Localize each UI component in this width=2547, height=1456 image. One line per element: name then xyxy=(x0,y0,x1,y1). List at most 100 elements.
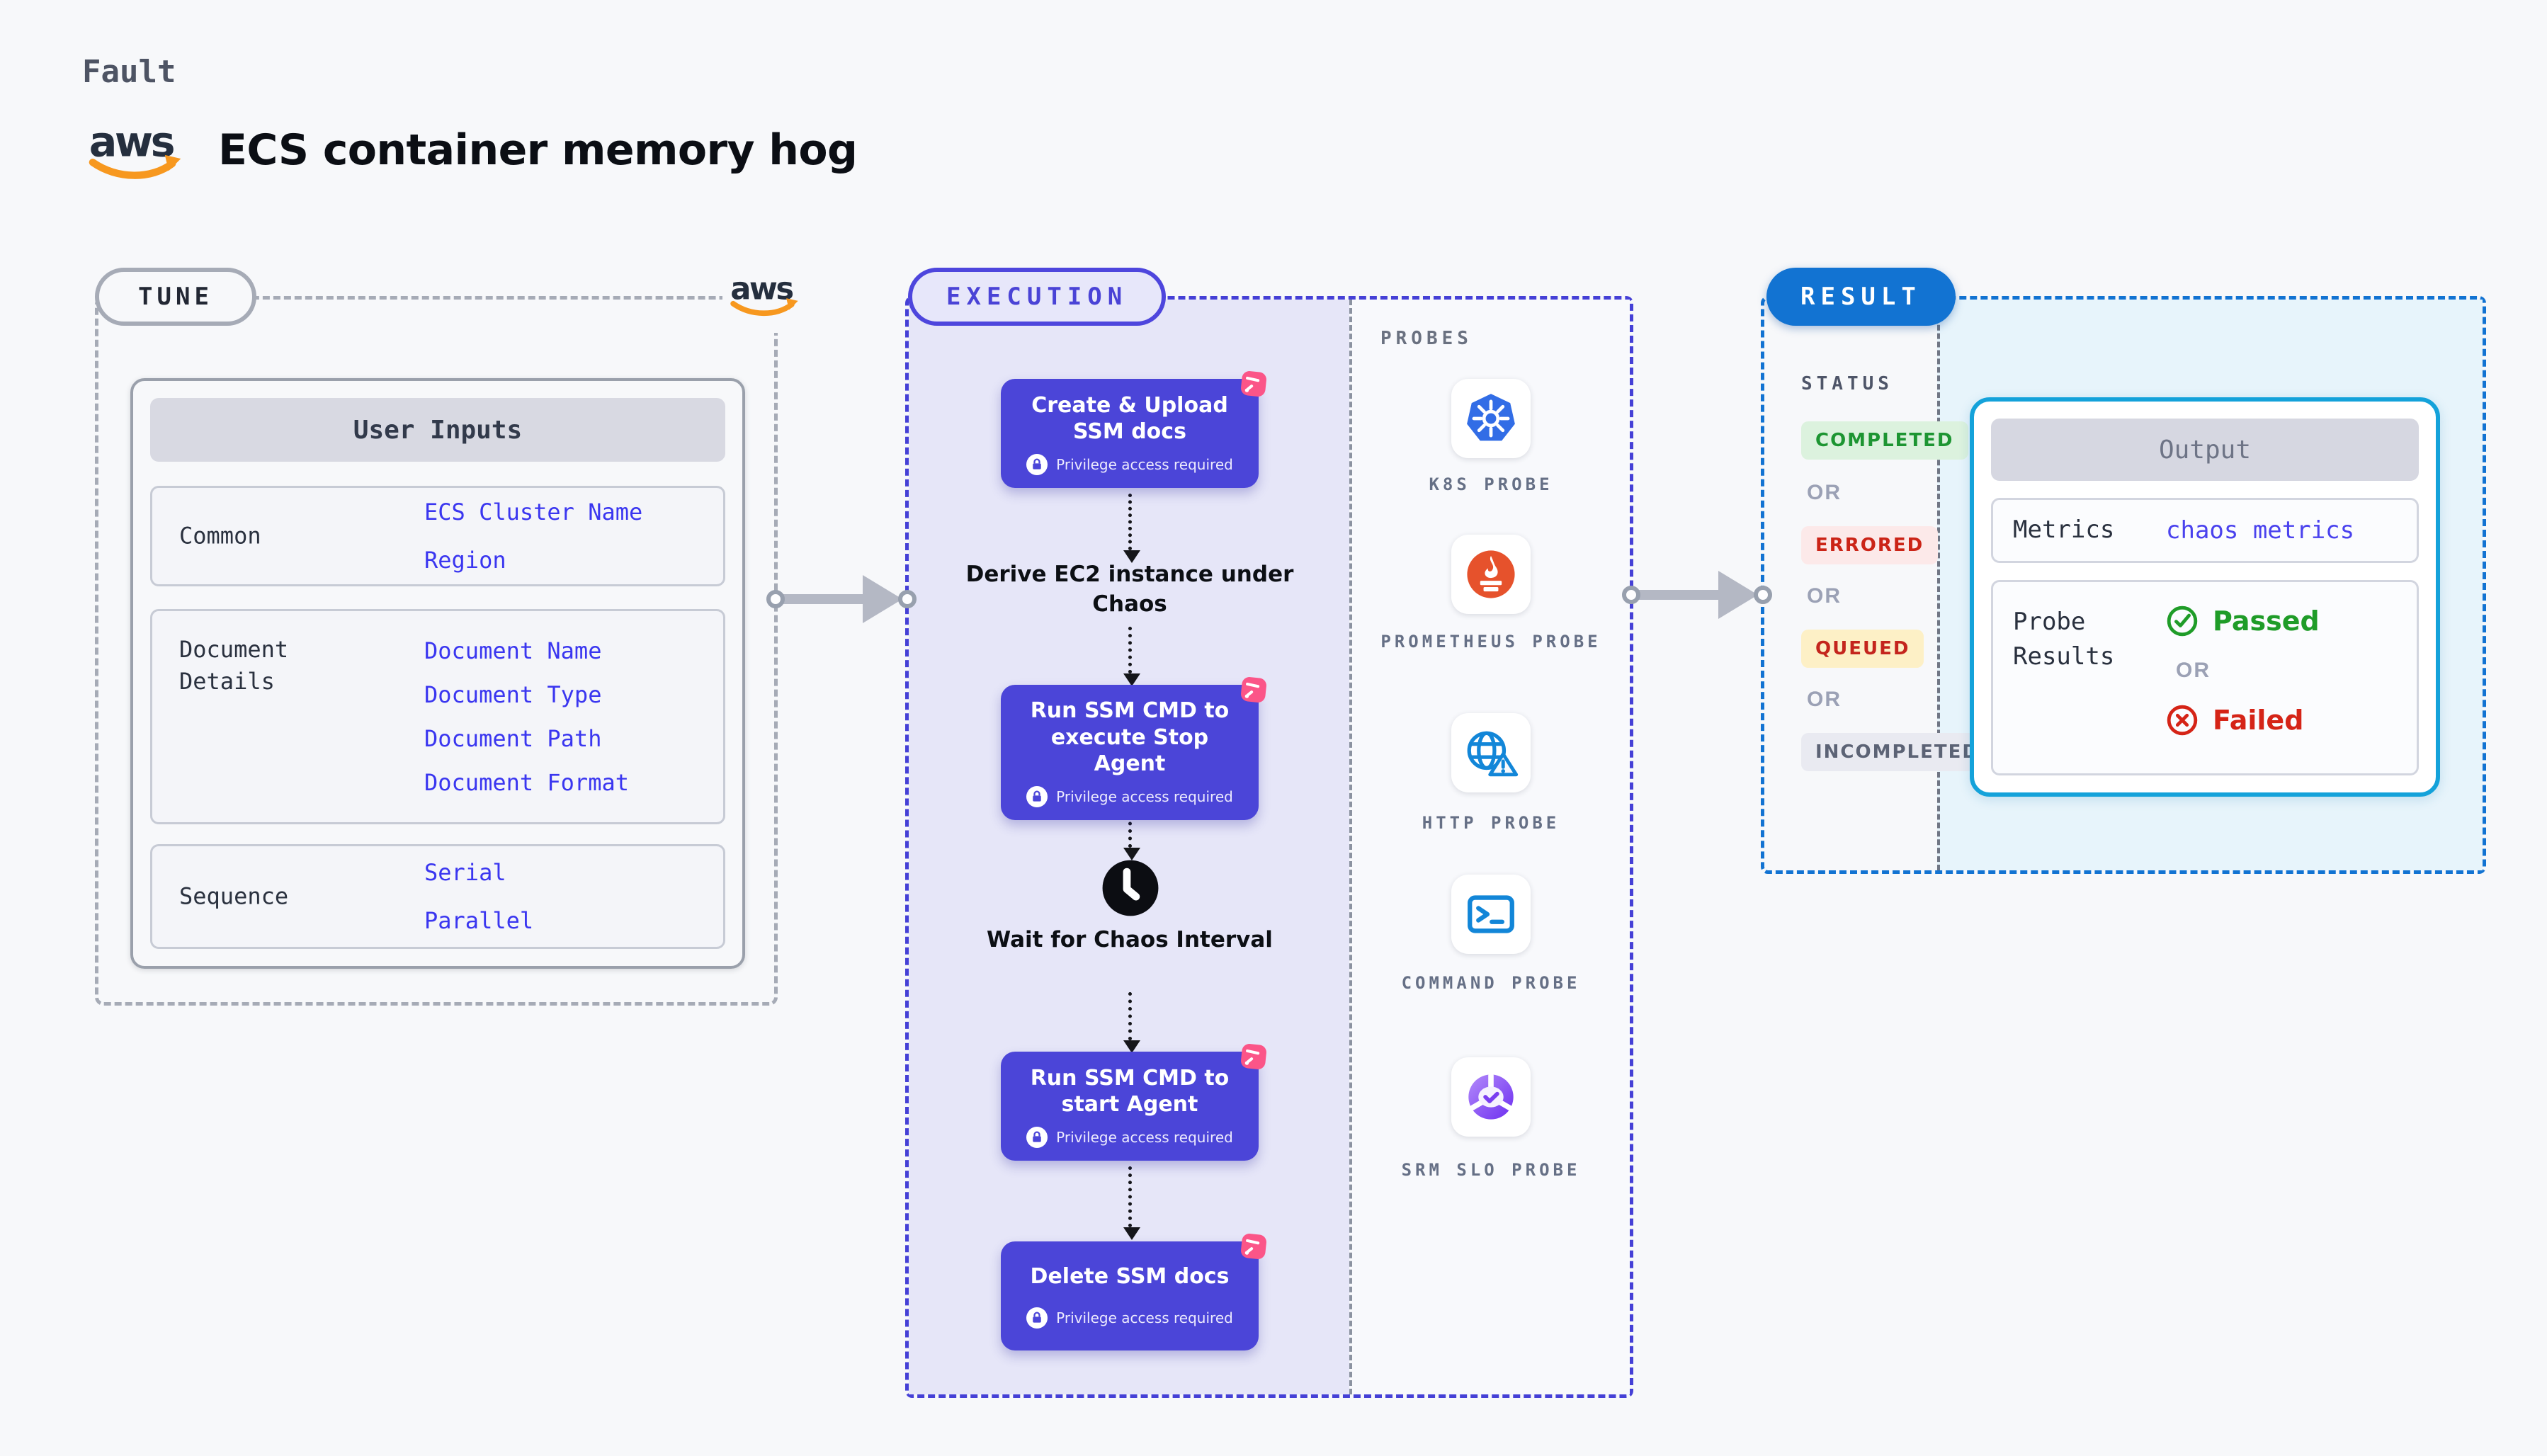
failed-row: Failed xyxy=(2166,704,2320,736)
failed-label: Failed xyxy=(2213,705,2304,736)
execution-flow-area: Create & Upload SSM docs Privilege acces… xyxy=(909,300,1349,1394)
input-link: Parallel xyxy=(424,907,534,934)
step-run-ssm-stop-agent: Run SSM CMD to execute Stop Agent Privil… xyxy=(1001,677,1266,820)
connector-dot xyxy=(1754,586,1772,604)
privilege-label: Privilege access required xyxy=(1056,455,1233,473)
flow-arrow-down xyxy=(1123,494,1140,563)
privilege-row: Privilege access required xyxy=(1026,1126,1233,1148)
step-create-upload-ssm-docs: Create & Upload SSM docs Privilege acces… xyxy=(1001,371,1266,488)
step-delete-ssm-docs: Delete SSM docs Privilege access require… xyxy=(1001,1234,1266,1350)
tune-to-execution-arrow xyxy=(766,565,917,633)
user-inputs-card: User Inputs Common ECS Cluster Name Regi… xyxy=(130,378,745,969)
status-badge-errored: ERRORED xyxy=(1801,526,1939,564)
execution-section: Create & Upload SSM docs Privilege acces… xyxy=(905,296,1633,1398)
input-group-sequence: Sequence Serial Parallel xyxy=(150,844,725,949)
input-link: Document Name xyxy=(424,637,602,664)
execution-to-result-arrow xyxy=(1622,561,1772,629)
kubernetes-icon xyxy=(1451,379,1531,458)
clock-icon xyxy=(1100,858,1161,918)
input-group-label: Sequence xyxy=(179,882,289,910)
user-inputs-header: User Inputs xyxy=(150,398,725,462)
lock-icon xyxy=(1026,1307,1048,1329)
input-link: Document Path xyxy=(424,725,602,752)
input-link: Document Type xyxy=(424,681,602,708)
chaos-icon xyxy=(1241,1044,1266,1069)
step-run-ssm-start-agent: Run SSM CMD to start Agent Privilege acc… xyxy=(1001,1044,1266,1161)
input-link: Document Format xyxy=(424,769,629,796)
privilege-row: Privilege access required xyxy=(1026,1307,1233,1329)
terminal-icon xyxy=(1451,875,1531,954)
privilege-label: Privilege access required xyxy=(1056,787,1233,805)
probe-label: HTTP PROBE xyxy=(1422,813,1560,833)
globe-alert-icon xyxy=(1451,713,1531,792)
page-title: ECS container memory hog xyxy=(218,125,858,175)
title-row: aws ECS container memory hog xyxy=(88,116,858,184)
privilege-label: Privilege access required xyxy=(1056,1309,1233,1327)
metrics-value: chaos metrics xyxy=(2166,516,2355,545)
input-group-label: Common xyxy=(179,522,261,550)
step-label: Run SSM CMD to start Agent xyxy=(1030,1065,1230,1117)
or-separator: OR xyxy=(1807,584,1842,608)
step-label: Create & Upload SSM docs xyxy=(1031,392,1228,445)
flow-arrow-down xyxy=(1123,627,1140,686)
step-label: Run SSM CMD to execute Stop Agent xyxy=(1030,698,1230,776)
input-group-common: Common ECS Cluster Name Region xyxy=(150,486,725,586)
prometheus-icon xyxy=(1451,535,1531,614)
privilege-row: Privilege access required xyxy=(1026,453,1233,475)
connector-dot xyxy=(766,590,785,608)
input-link: ECS Cluster Name xyxy=(424,499,643,525)
probe-label: PROMETHEUS PROBE xyxy=(1380,632,1601,652)
flow-arrow-down xyxy=(1123,1166,1140,1240)
input-group-label: Document Details xyxy=(179,636,289,695)
arrow-right-icon xyxy=(863,575,902,623)
probe-label: COMMAND PROBE xyxy=(1401,973,1581,993)
privilege-label: Privilege access required xyxy=(1056,1128,1233,1146)
slo-donut-icon xyxy=(1451,1057,1531,1137)
input-link: Region xyxy=(424,547,506,574)
step-derive-ec2-instance: Derive EC2 instance under Chaos xyxy=(965,562,1294,617)
aws-logo: aws xyxy=(89,118,181,179)
flow-arrow-down xyxy=(1123,992,1140,1053)
or-separator: OR xyxy=(1807,481,1842,504)
chaos-icon xyxy=(1241,1234,1266,1259)
step-label: Delete SSM docs xyxy=(1030,1263,1230,1289)
output-header: Output xyxy=(1991,419,2419,481)
svg-text:aws: aws xyxy=(89,118,174,166)
arrow-right-icon xyxy=(1718,571,1758,619)
chaos-icon xyxy=(1241,371,1266,397)
probe-label: SRM SLO PROBE xyxy=(1401,1160,1581,1180)
x-circle-icon xyxy=(2167,705,2198,736)
status-badge-completed: COMPLETED xyxy=(1801,421,1968,460)
lock-icon xyxy=(1026,453,1048,475)
execution-pill: EXECUTION xyxy=(908,268,1167,326)
fault-label: Fault xyxy=(82,54,176,90)
probe-label: K8S PROBE xyxy=(1429,474,1553,494)
status-header: STATUS xyxy=(1801,373,1893,394)
result-section: STATUS COMPLETED OR ERRORED OR QUEUED OR… xyxy=(1761,296,2486,874)
tune-pill: TUNE xyxy=(95,268,256,326)
input-group-document-details: Document Details Document Name Document … xyxy=(150,609,725,824)
connector-dot xyxy=(898,590,917,608)
probes-header: PROBES xyxy=(1380,328,1473,349)
metrics-label: Metrics xyxy=(2013,516,2115,545)
status-badge-queued: QUEUED xyxy=(1801,630,1924,668)
passed-label: Passed xyxy=(2213,605,2320,637)
output-card: Output Metrics chaos metrics Probe Resul… xyxy=(1970,397,2440,797)
lock-icon xyxy=(1026,785,1048,807)
result-pill: RESULT xyxy=(1766,268,1956,326)
check-circle-icon xyxy=(2167,605,2198,637)
or-separator: OR xyxy=(2176,659,2211,682)
flow-arrow-down xyxy=(1123,800,1140,860)
passed-row: Passed xyxy=(2166,605,2320,637)
status-badge-incompleted: INCOMPLETED xyxy=(1801,733,1993,771)
probe-results-row: Probe Results Passed OR xyxy=(1991,580,2419,775)
lock-icon xyxy=(1026,1126,1048,1148)
aws-logo-small: aws xyxy=(722,256,816,333)
privilege-row: Privilege access required xyxy=(1026,785,1233,807)
probes-panel: PROBES K8S PROBE xyxy=(1349,300,1630,1394)
input-link: Serial xyxy=(424,859,506,886)
metrics-row: Metrics chaos metrics xyxy=(1991,498,2419,563)
svg-text:aws: aws xyxy=(730,271,793,307)
step-wait-chaos-interval: Wait for Chaos Interval xyxy=(987,927,1273,952)
